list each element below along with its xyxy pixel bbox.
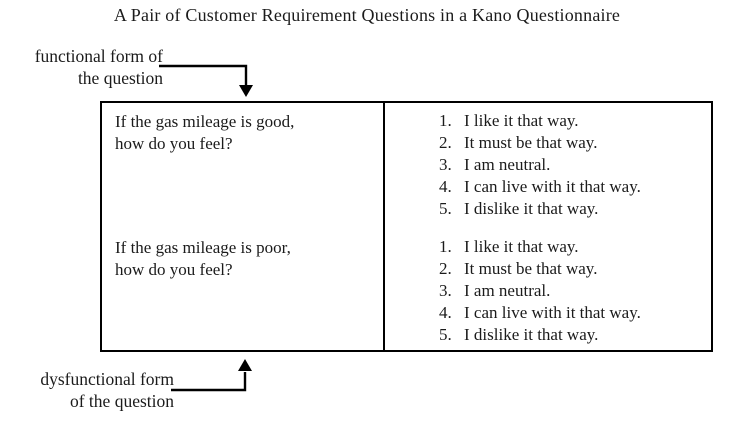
answer-item: 1. I like it that way. bbox=[439, 236, 707, 258]
answer-item: 3. I am neutral. bbox=[439, 154, 707, 176]
answer-number: 5. bbox=[439, 199, 452, 218]
answer-item: 2. It must be that way. bbox=[439, 258, 707, 280]
answer-item: 5. I dislike it that way. bbox=[439, 324, 707, 346]
figure-title: A Pair of Customer Requirement Questions… bbox=[113, 5, 621, 25]
dysfunctional-form-label-line2: of the question bbox=[69, 390, 174, 411]
answer-item: 5. I dislike it that way. bbox=[439, 198, 707, 220]
dysfunctional-answers-cell: 1. I like it that way. 2. It must be that … bbox=[385, 224, 711, 350]
answer-number: 2. bbox=[439, 259, 452, 278]
answer-number: 3. bbox=[439, 281, 452, 300]
answer-text: I can live with it that way. bbox=[464, 177, 641, 196]
functional-question-line2: how do you feel? bbox=[115, 134, 233, 153]
answer-item: 4. I can live with it that way. bbox=[439, 302, 707, 324]
answer-item: 4. I can live with it that way. bbox=[439, 176, 707, 198]
functional-down-arrow-icon bbox=[159, 64, 253, 97]
functional-question-cell: If the gas mileage is good, how do you f… bbox=[102, 103, 385, 224]
answer-text: I am neutral. bbox=[464, 281, 551, 300]
functional-form-label-line2: the question bbox=[77, 67, 163, 88]
functional-answers-cell: 1. I like it that way. 2. It must be that … bbox=[385, 103, 711, 224]
answer-number: 1. bbox=[439, 111, 452, 130]
answer-number: 4. bbox=[439, 177, 452, 196]
answer-text: I can live with it that way. bbox=[464, 303, 641, 322]
answer-text: It must be that way. bbox=[464, 133, 598, 152]
answer-item: 3. I am neutral. bbox=[439, 280, 707, 302]
answer-item: 2. It must be that way. bbox=[439, 132, 707, 154]
dysfunctional-question-line1: If the gas mileage is poor, bbox=[115, 238, 291, 257]
dysfunctional-up-arrow-icon bbox=[171, 359, 252, 392]
answer-item: 1. I like it that way. bbox=[439, 110, 707, 132]
functional-form-label-line1: functional form of bbox=[34, 46, 163, 66]
answer-text: I like it that way. bbox=[464, 111, 579, 130]
answer-number: 5. bbox=[439, 325, 452, 344]
dysfunctional-form-label-line1: dysfunctional form bbox=[40, 369, 174, 389]
functional-question-line1: If the gas mileage is good, bbox=[115, 112, 295, 131]
answer-number: 1. bbox=[439, 237, 452, 256]
kano-question-table: If the gas mileage is good, how do you f… bbox=[100, 101, 713, 352]
answer-text: I dislike it that way. bbox=[464, 199, 599, 218]
answer-text: I am neutral. bbox=[464, 155, 551, 174]
answer-number: 3. bbox=[439, 155, 452, 174]
answer-number: 4. bbox=[439, 303, 452, 322]
functional-form-label: functional form of the question bbox=[11, 46, 163, 89]
answer-text: I like it that way. bbox=[464, 237, 579, 256]
dysfunctional-form-label: dysfunctional form of the question bbox=[8, 369, 174, 412]
dysfunctional-question-cell: If the gas mileage is poor, how do you f… bbox=[102, 224, 385, 350]
answer-text: I dislike it that way. bbox=[464, 325, 599, 344]
answer-number: 2. bbox=[439, 133, 452, 152]
answer-text: It must be that way. bbox=[464, 259, 598, 278]
dysfunctional-question-line2: how do you feel? bbox=[115, 260, 233, 279]
